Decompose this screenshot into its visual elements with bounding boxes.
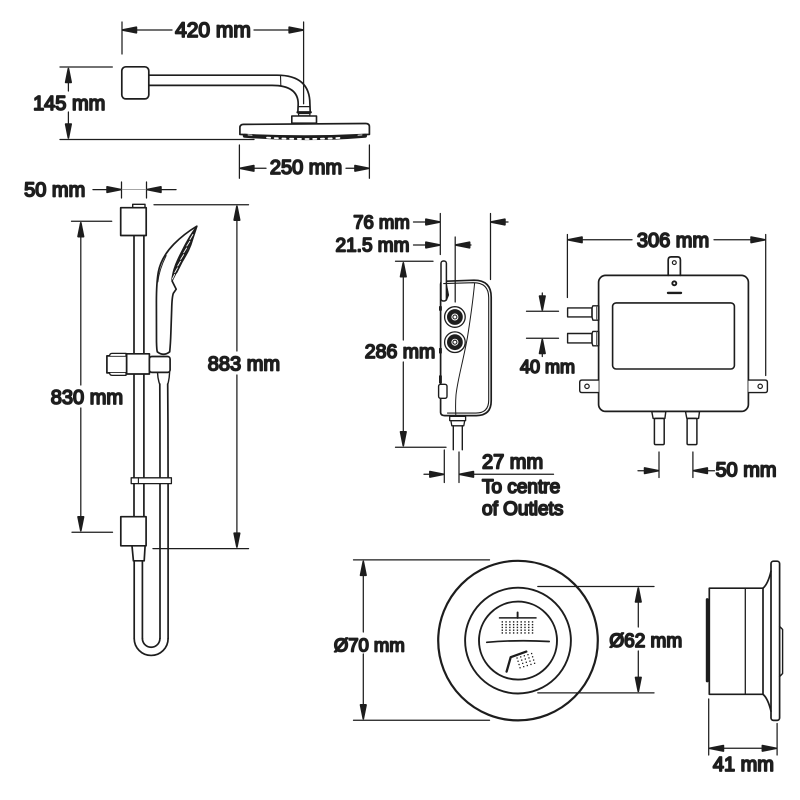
svg-text:of Outlets: of Outlets — [482, 499, 563, 520]
svg-text:21.5 mm: 21.5 mm — [336, 236, 410, 257]
svg-text:To centre: To centre — [482, 477, 560, 498]
svg-text:50 mm: 50 mm — [24, 180, 85, 202]
svg-text:145 mm: 145 mm — [33, 93, 105, 115]
svg-text:830 mm: 830 mm — [51, 387, 123, 409]
svg-text:420 mm: 420 mm — [175, 19, 251, 42]
svg-text:306 mm: 306 mm — [637, 230, 709, 252]
svg-text:40 mm: 40 mm — [520, 357, 575, 377]
svg-text:50 mm: 50 mm — [715, 459, 776, 481]
svg-text:27 mm: 27 mm — [482, 452, 543, 474]
svg-text:250 mm: 250 mm — [270, 157, 342, 179]
svg-text:Ø62 mm: Ø62 mm — [609, 631, 682, 652]
svg-text:286 mm: 286 mm — [365, 341, 435, 363]
svg-text:883 mm: 883 mm — [208, 353, 280, 375]
svg-text:Ø70 mm: Ø70 mm — [334, 634, 405, 655]
svg-text:41 mm: 41 mm — [713, 754, 774, 776]
svg-text:76 mm: 76 mm — [353, 212, 410, 233]
